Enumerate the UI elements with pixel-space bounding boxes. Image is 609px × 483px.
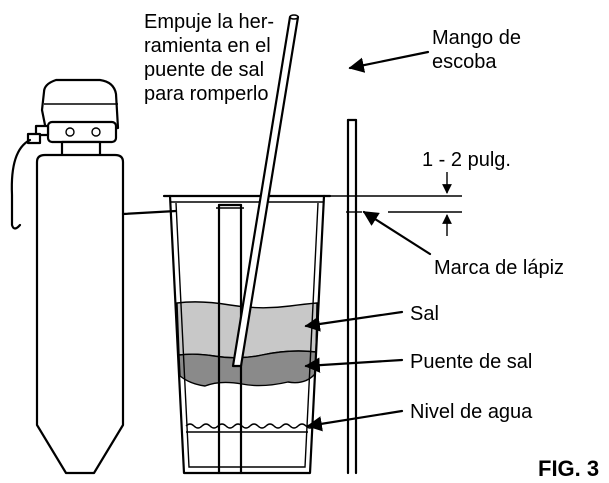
softener-tank: [10, 78, 178, 475]
push-tool-label-line4: para romperlo: [144, 83, 269, 105]
broom-handle-label-line1: Mango de: [432, 27, 521, 49]
push-tool-label-line1: Empuje la her-: [144, 11, 274, 33]
salt-bridge-label: Puente de sal: [410, 351, 532, 373]
brine-tubing: [10, 138, 32, 230]
distance-label: 1 - 2 pulg.: [422, 149, 511, 171]
brine-tank-outline: [168, 194, 326, 475]
valve-body: [46, 120, 118, 144]
distance-dimension: [330, 172, 462, 236]
control-valve-head: [40, 78, 120, 132]
pencil-mark-arrow: [362, 210, 432, 256]
broom-handle-label-line2: escoba: [432, 51, 497, 73]
mineral-tank: [35, 153, 125, 475]
push-tool-label-line3: puente de sal: [144, 59, 264, 81]
push-tool-label-line2: ramienta en el: [144, 35, 271, 57]
reference-stick: [346, 118, 362, 475]
water-level-arrow: [306, 409, 404, 432]
broom-handle: [231, 14, 300, 368]
salt-bridge-arrow: [304, 357, 404, 373]
salt-arrow: [304, 310, 404, 332]
broom-handle-arrow: [348, 50, 430, 73]
figure-label: FIG. 3: [538, 456, 599, 481]
water-level-line: [185, 423, 315, 429]
water-level-label: Nivel de agua: [410, 401, 533, 423]
pencil-mark-label: Marca de lápiz: [434, 257, 564, 279]
salt-label: Sal: [410, 303, 439, 325]
salt-bridge-layer: [178, 350, 317, 387]
